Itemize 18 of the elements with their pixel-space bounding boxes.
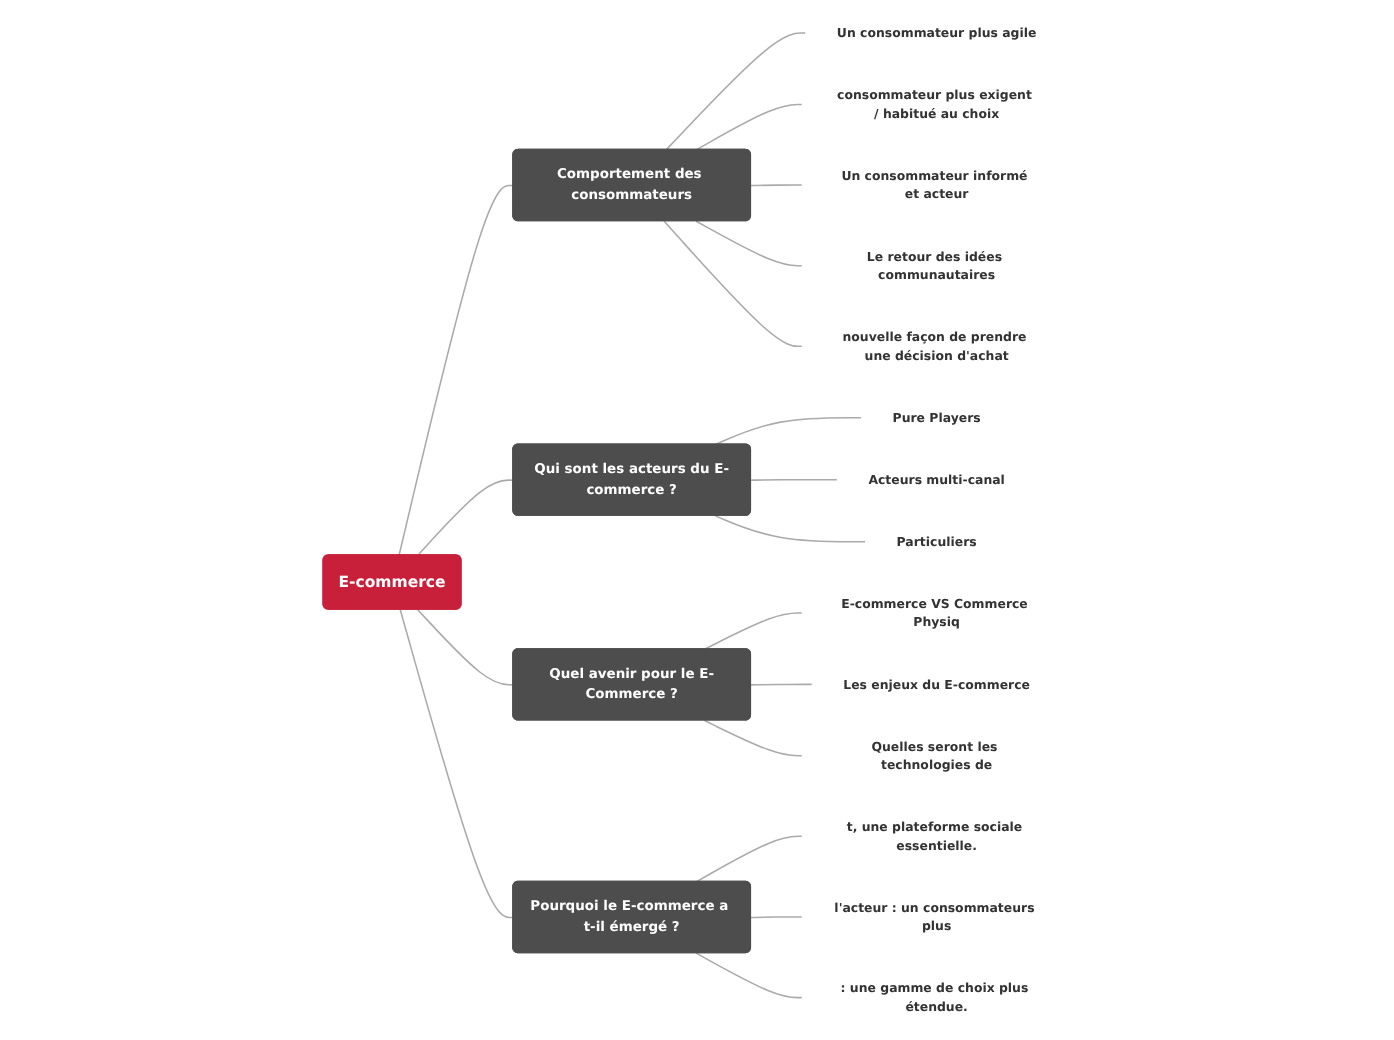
- connector: [665, 32, 807, 151]
- connector: [416, 608, 515, 686]
- connector: [714, 515, 867, 543]
- connector: [416, 479, 515, 557]
- connector: [750, 478, 839, 481]
- connector: [695, 220, 803, 267]
- connector: [695, 835, 803, 883]
- connector: [703, 612, 803, 650]
- connector: [703, 719, 803, 757]
- connector: [750, 184, 803, 187]
- connector: [398, 184, 515, 557]
- connector: [750, 916, 803, 919]
- connector: [695, 103, 803, 151]
- connector: [695, 952, 803, 999]
- connector: [663, 220, 803, 348]
- connector: [750, 683, 813, 686]
- connector: [714, 416, 863, 446]
- connector: [399, 608, 515, 919]
